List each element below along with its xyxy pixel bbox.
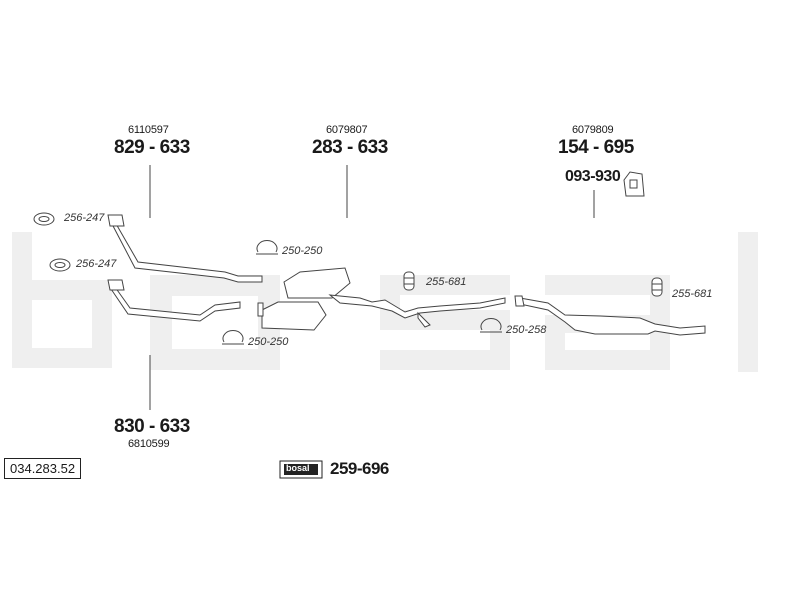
kit-logo: [279, 460, 323, 479]
rear-muffler-part: [519, 297, 706, 336]
part-code: 283 - 633: [312, 137, 388, 158]
article-number: 6110597: [128, 124, 169, 136]
article-number: 6810599: [128, 438, 170, 450]
front-right-pipe-part: [110, 286, 241, 322]
leader-lines: [149, 165, 595, 410]
bracket-code: 093-930: [565, 168, 621, 185]
part-code: 829 - 633: [114, 137, 190, 158]
part-code: 830 - 633: [114, 416, 190, 437]
fitting-label: 255-681: [672, 288, 713, 300]
fitting-label: 256-247: [64, 212, 105, 224]
reference-number: 034.283.52: [4, 458, 82, 479]
article-number: 6079807: [326, 124, 368, 136]
fitting-label: 256-247: [76, 258, 117, 270]
kit-logo-text: bosal: [286, 463, 310, 473]
fitting-label: 250-250: [248, 336, 289, 348]
article-number: 6079809: [572, 124, 614, 136]
clamp-rear-icon: [480, 318, 502, 333]
kit-code: 259-696: [330, 459, 389, 478]
front-left-pipe-part: [111, 221, 263, 283]
clamp-bottom-icon: [222, 330, 244, 345]
fitting-label: 250-258: [506, 324, 547, 336]
gasket-bottom-icon: [49, 258, 71, 272]
fitting-label: 255-681: [426, 276, 467, 288]
part-code: 154 - 695: [558, 137, 634, 158]
bosal-watermark: [12, 232, 758, 372]
fitting-label: 250-250: [282, 245, 323, 257]
gasket-top-icon: [33, 212, 55, 226]
clamp-top-icon: [256, 240, 278, 255]
center-muffler-upper: [283, 267, 351, 299]
bracket-icon: [623, 171, 645, 197]
hanger-rear-icon: [651, 277, 663, 297]
hanger-center-icon: [403, 271, 415, 291]
center-muffler-lower: [261, 301, 327, 331]
front-left-flange: [107, 214, 125, 227]
pipes: [107, 214, 706, 336]
front-right-flange: [107, 279, 125, 291]
